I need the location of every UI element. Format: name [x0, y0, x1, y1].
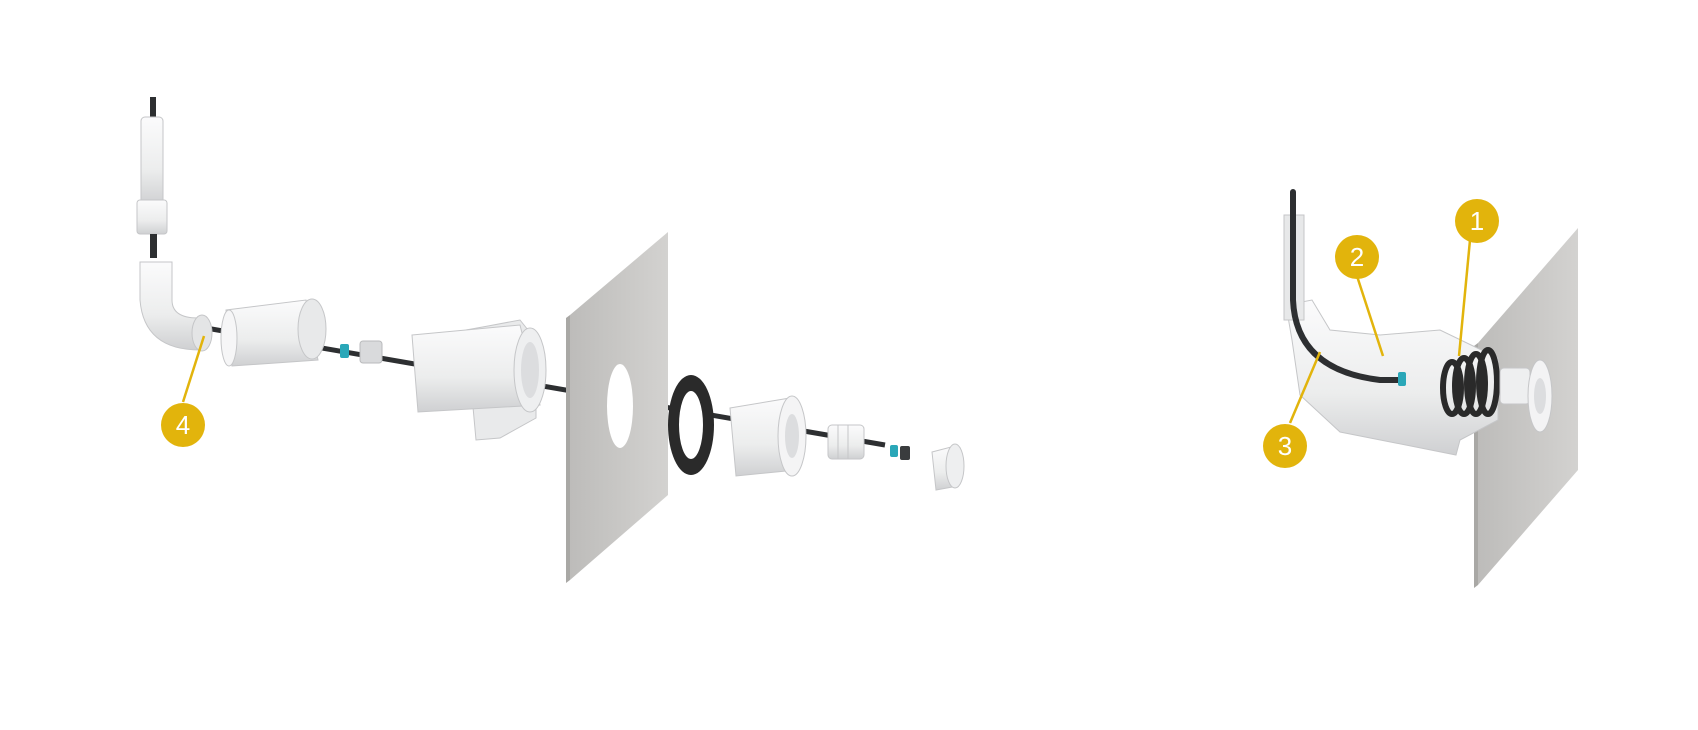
gasket — [668, 375, 714, 475]
callouts: 1 2 3 4 — [161, 199, 1499, 468]
sleeve — [729, 395, 807, 477]
callout-2-label: 2 — [1350, 242, 1364, 272]
callout-3: 3 — [1263, 424, 1307, 468]
seal-ring-small — [890, 445, 898, 457]
seal-ring-assembled — [1398, 372, 1406, 386]
callout-4-leader — [181, 335, 206, 403]
callout-1: 1 — [1455, 199, 1499, 243]
sensor-tip — [900, 446, 910, 460]
end-cap — [931, 443, 965, 491]
callout-1-label: 1 — [1470, 206, 1484, 236]
spring-coil — [1440, 347, 1500, 417]
assembled-cutaway — [1283, 189, 1578, 588]
callout-2: 2 — [1335, 235, 1379, 279]
callout-4-label: 4 — [176, 410, 190, 440]
callout-1-leader — [1457, 239, 1472, 357]
callout-2-leader — [1355, 275, 1385, 357]
cable-assembled — [1290, 189, 1403, 383]
nut — [359, 340, 383, 364]
seal-ring — [340, 344, 349, 358]
threaded-insert — [827, 424, 865, 460]
sensor-probe — [136, 97, 168, 258]
callout-3-leader — [1288, 351, 1322, 424]
elbow-fitting — [139, 261, 213, 352]
exploded-assembly — [136, 97, 965, 583]
housing — [411, 319, 547, 441]
coupler — [220, 298, 327, 367]
wall-plate — [566, 232, 668, 583]
callout-4: 4 — [161, 403, 205, 447]
callout-3-label: 3 — [1278, 431, 1292, 461]
